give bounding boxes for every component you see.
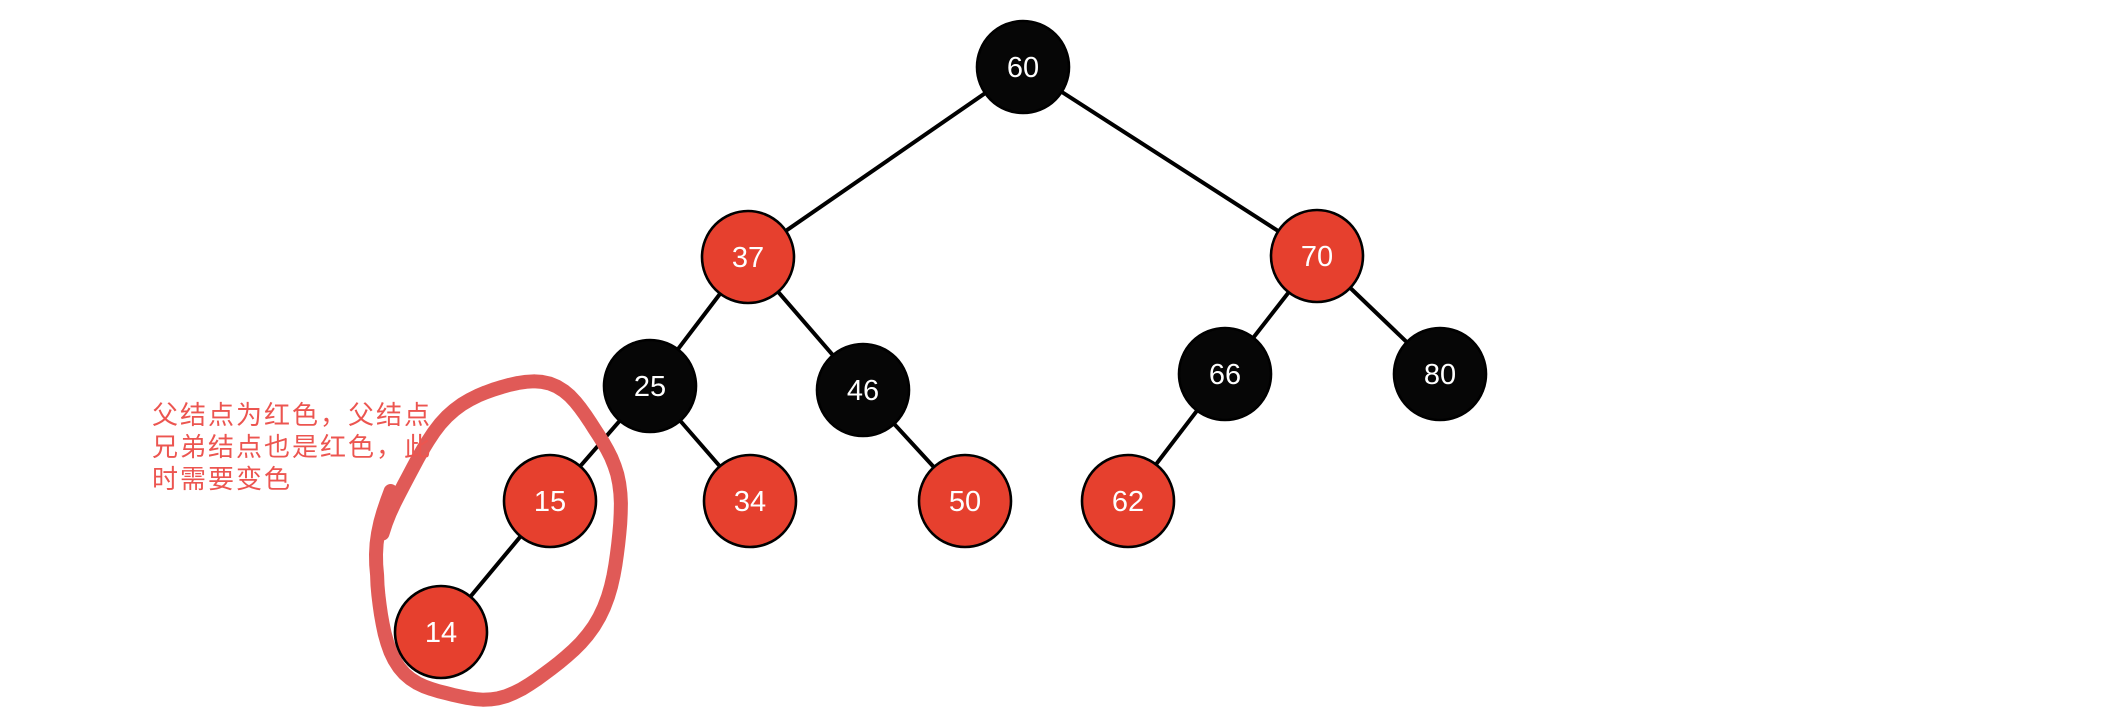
node-label: 70 (1301, 241, 1333, 273)
node-label: 37 (732, 242, 764, 274)
node-label: 62 (1112, 486, 1144, 518)
tree-node-14: 14 (393, 584, 489, 680)
node-circle (815, 342, 911, 438)
tree-edge-60-70 (1021, 65, 1319, 258)
tree-node-25: 25 (602, 338, 698, 434)
annotation-line: 父结点为红色，父结点 (152, 400, 433, 430)
annotation-highlight-circle (369, 374, 628, 707)
tree-node-37: 37 (700, 209, 796, 305)
tree-node-46: 46 (815, 342, 911, 438)
node-circle (502, 453, 598, 549)
node-circle (702, 453, 798, 549)
node-label: 60 (1007, 52, 1039, 84)
node-label: 14 (425, 617, 457, 649)
tree-node-60: 60 (975, 19, 1071, 115)
node-label: 50 (949, 486, 981, 518)
annotation-line: 兄弟结点也是红色，此 (152, 432, 433, 462)
tree-node-62: 62 (1080, 453, 1176, 549)
node-circle (1392, 326, 1488, 422)
node-label: 66 (1209, 359, 1241, 391)
tree-edge-60-37 (746, 65, 1025, 259)
node-circle (917, 453, 1013, 549)
node-circle (975, 19, 1071, 115)
tree-node-66: 66 (1177, 326, 1273, 422)
node-circle (1080, 453, 1176, 549)
tree-node-50: 50 (917, 453, 1013, 549)
node-circle (700, 209, 796, 305)
tree-node-70: 70 (1269, 208, 1365, 304)
annotation-line: 时需要变色 (152, 464, 293, 494)
tree-node-80: 80 (1392, 326, 1488, 422)
node-circle (602, 338, 698, 434)
node-label: 46 (847, 375, 879, 407)
node-label: 15 (534, 486, 566, 518)
node-circle (1177, 326, 1273, 422)
annotation-text: 父结点为红色，父结点 兄弟结点也是红色，此 时需要变色 (152, 399, 432, 495)
tree-edges (439, 65, 1442, 634)
tree-node-15: 15 (502, 453, 598, 549)
node-label: 80 (1424, 359, 1456, 391)
node-label: 34 (734, 486, 766, 518)
node-label: 25 (634, 371, 666, 403)
node-circle (393, 584, 489, 680)
node-circle (1269, 208, 1365, 304)
tree-node-34: 34 (702, 453, 798, 549)
